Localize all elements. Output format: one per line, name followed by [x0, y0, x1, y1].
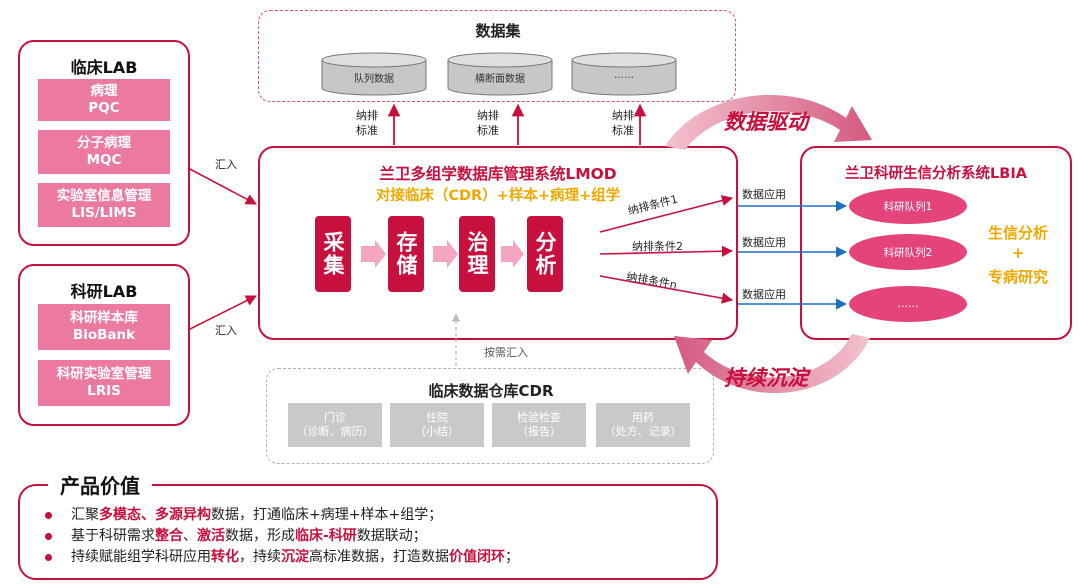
bullet-emphasis: 多源异构 [155, 507, 211, 523]
standard-label-1: 纳排 标准 [356, 109, 378, 137]
bullet-segment: 汇聚 [71, 507, 99, 523]
import-arrow-clinical [187, 167, 257, 205]
cycle-label-data-driven: 数据驱动 [724, 110, 808, 134]
lbia-side-line-1: 生信分析 [987, 224, 1048, 242]
lmod-panel [258, 146, 738, 340]
bullet-emphasis: 临床-科研 [295, 528, 357, 544]
standard-label-3: 纳排 标准 [612, 109, 634, 137]
cohort-oval-2: 科研队列2 [849, 234, 967, 270]
cycle-label-settle: 持续沉淀 [724, 366, 808, 390]
bullet-segment: 基于科研需求 [71, 528, 155, 544]
dataset-panel [258, 10, 736, 102]
bullet-emphasis: 价值闭环 [449, 549, 505, 565]
step-store: 存储 [388, 216, 424, 292]
import-label-clinical: 汇入 [215, 158, 237, 171]
dataset-title: 数据集 [475, 22, 521, 40]
bullet-segment: 高标准数据，打造数据 [309, 549, 449, 565]
condition-label-2: 纳排条件2 [632, 240, 683, 253]
bullet-segment: 数据联动； [356, 528, 427, 544]
lbia-side-line-3: 专病研究 [987, 268, 1048, 286]
research-lab-item-biobank: 科研样本库 BioBank [38, 304, 170, 350]
bullet-emphasis: 整合 [155, 528, 183, 544]
value-bullet-text: 汇聚多模态、多源异构数据，打通临床+病理+样本+组学； [71, 505, 442, 525]
bullet-dot [45, 512, 52, 519]
cdr-item-medication: 用药 （处方、记录） [596, 403, 690, 447]
clinical-lab-title: 临床LAB [70, 58, 138, 77]
cdr-item-lab-exam: 检验检查 （报告） [492, 403, 586, 447]
cdr-title: 临床数据仓库CDR [428, 382, 554, 400]
lbia-title: 兰卫科研生信分析系统LBIA [845, 166, 1027, 182]
cohort-oval-n: …… [849, 286, 967, 322]
bullet-segment: ； [505, 549, 519, 565]
clinical-lab-item-mqc: 分子病理 MQC [38, 130, 170, 174]
value-panel [18, 484, 718, 580]
step-govern: 治理 [459, 216, 495, 292]
bullet-emphasis: 多模态 [99, 507, 141, 523]
data-app-label-1: 数据应用 [742, 188, 786, 201]
bullet-emphasis: 沉淀 [281, 549, 309, 565]
dataset-cylinder-label-3: …… [614, 70, 634, 81]
step-analyze: 分析 [527, 216, 563, 292]
lmod-subtitle: 对接临床（CDR）+样本+病理+组学 [375, 188, 621, 204]
cdr-item-inpatient: 住院 （小结） [390, 403, 484, 447]
bullet-emphasis: 、 [141, 507, 155, 523]
bullet-segment: 数据，打通临床+病理+样本+组学； [211, 507, 443, 523]
data-app-label-2: 数据应用 [742, 236, 786, 249]
bullet-emphasis: 激活 [197, 528, 225, 544]
bullet-segment: 、 [183, 528, 197, 544]
bullet-segment: ，持续 [239, 549, 281, 565]
bullet-segment: 数据，形成 [225, 528, 295, 544]
lbia-side-line-2: + [1011, 244, 1025, 262]
bullet-dot [45, 554, 52, 561]
cohort-oval-1: 科研队列1 [849, 188, 967, 224]
bullet-dot [45, 533, 52, 540]
data-app-label-n: 数据应用 [742, 288, 786, 301]
bullet-emphasis: 转化 [211, 549, 239, 565]
clinical-lab-item-pqc: 病理 PQC [38, 79, 170, 121]
value-bullet-text: 基于科研需求整合、激活数据，形成临床-科研数据联动； [71, 526, 427, 546]
on-demand-label: 按需汇入 [484, 346, 528, 359]
value-title: 产品价值 [48, 470, 152, 499]
research-lab-title: 科研LAB [70, 282, 138, 301]
import-label-research: 汇入 [215, 324, 237, 337]
bullet-segment: 持续赋能组学科研应用 [71, 549, 211, 565]
value-bullet-text: 持续赋能组学科研应用转化，持续沉淀高标准数据，打造数据价值闭环； [71, 547, 519, 567]
dataset-cylinder-label-2: 横断面数据 [475, 74, 525, 85]
cdr-item-outpatient: 门诊 （诊断、病历） [288, 403, 382, 447]
standard-label-2: 纳排 标准 [477, 109, 499, 137]
clinical-lab-item-lims: 实验室信息管理 LIS/LIMS [38, 183, 170, 227]
dataset-cylinder-label-1: 队列数据 [354, 74, 394, 85]
step-collect: 采集 [315, 216, 351, 292]
research-lab-item-lris: 科研实验室管理 LRIS [38, 360, 170, 406]
cdr-panel [266, 368, 714, 464]
lmod-title: 兰卫多组学数据库管理系统LMOD [379, 165, 617, 183]
